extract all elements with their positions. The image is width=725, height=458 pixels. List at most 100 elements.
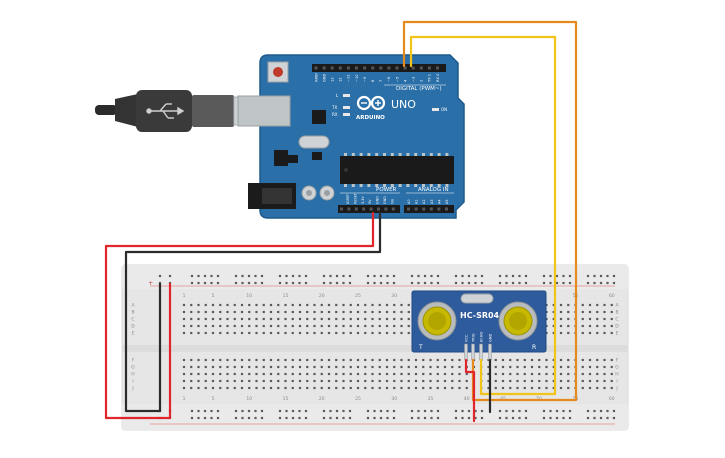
- rail-hole[interactable]: [568, 409, 572, 413]
- rail-hole[interactable]: [430, 416, 433, 420]
- rail-hole[interactable]: [285, 409, 288, 413]
- rail-hole[interactable]: [254, 274, 257, 278]
- rail-hole[interactable]: [234, 281, 238, 285]
- breadboard-hole[interactable]: [219, 386, 222, 390]
- breadboard-hole[interactable]: [306, 303, 309, 307]
- breadboard-hole[interactable]: [204, 386, 207, 390]
- breadboard-hole[interactable]: [610, 379, 613, 383]
- rail-hole[interactable]: [234, 416, 238, 420]
- breadboard-hole[interactable]: [393, 372, 396, 376]
- breadboard-hole[interactable]: [248, 331, 251, 335]
- rail-hole[interactable]: [210, 409, 213, 413]
- breadboard-hole[interactable]: [371, 310, 374, 314]
- rail-hole[interactable]: [379, 274, 383, 278]
- rail-hole[interactable]: [158, 274, 162, 278]
- breadboard-hole[interactable]: [393, 365, 396, 369]
- breadboard-hole[interactable]: [552, 317, 555, 321]
- breadboard-hole[interactable]: [610, 365, 613, 369]
- breadboard-hole[interactable]: [269, 303, 273, 307]
- breadboard-hole[interactable]: [211, 317, 215, 321]
- rail-hole[interactable]: [586, 416, 590, 420]
- breadboard-hole[interactable]: [320, 303, 323, 307]
- breadboard-hole[interactable]: [356, 310, 360, 314]
- rail-hole[interactable]: [241, 416, 244, 420]
- breadboard-hole[interactable]: [255, 317, 258, 321]
- rail-hole[interactable]: [190, 281, 194, 285]
- rail-hole[interactable]: [392, 409, 396, 413]
- breadboard-hole[interactable]: [342, 324, 345, 328]
- rail-hole[interactable]: [474, 409, 477, 413]
- rail-hole[interactable]: [524, 281, 528, 285]
- rail-hole[interactable]: [197, 416, 200, 420]
- breadboard-hole[interactable]: [588, 310, 592, 314]
- breadboard-hole[interactable]: [552, 372, 555, 376]
- rail-hole[interactable]: [599, 274, 603, 278]
- breadboard-hole[interactable]: [393, 317, 396, 321]
- rail-hole[interactable]: [461, 416, 464, 420]
- rail-hole[interactable]: [612, 281, 616, 285]
- rail-hole[interactable]: [278, 281, 282, 285]
- breadboard-hole[interactable]: [393, 310, 396, 314]
- rail-hole[interactable]: [606, 281, 609, 285]
- breadboard-hole[interactable]: [422, 358, 425, 362]
- rail-hole[interactable]: [480, 274, 484, 278]
- rail-hole[interactable]: [524, 409, 528, 413]
- breadboard-hole[interactable]: [277, 365, 280, 369]
- breadboard-hole[interactable]: [429, 386, 432, 390]
- breadboard-hole[interactable]: [385, 379, 389, 383]
- breadboard-hole[interactable]: [248, 379, 251, 383]
- breadboard-hole[interactable]: [182, 331, 186, 335]
- breadboard-hole[interactable]: [327, 379, 331, 383]
- breadboard-hole[interactable]: [458, 365, 461, 369]
- breadboard-hole[interactable]: [284, 331, 287, 335]
- breadboard-hole[interactable]: [313, 324, 316, 328]
- rail-hole[interactable]: [366, 274, 370, 278]
- breadboard-hole[interactable]: [443, 358, 447, 362]
- rail-hole[interactable]: [410, 409, 414, 413]
- rail-hole[interactable]: [348, 416, 352, 420]
- digital-pin-hole[interactable]: [411, 66, 415, 70]
- rail-hole[interactable]: [518, 409, 521, 413]
- breadboard-hole[interactable]: [320, 324, 323, 328]
- rail-hole[interactable]: [234, 409, 238, 413]
- breadboard-hole[interactable]: [269, 365, 273, 369]
- breadboard-hole[interactable]: [407, 331, 410, 335]
- rail-hole[interactable]: [379, 409, 383, 413]
- breadboard-hole[interactable]: [378, 379, 381, 383]
- breadboard-hole[interactable]: [559, 310, 563, 314]
- breadboard-hole[interactable]: [284, 310, 287, 314]
- breadboard-hole[interactable]: [371, 324, 374, 328]
- breadboard-hole[interactable]: [335, 324, 338, 328]
- breadboard-hole[interactable]: [219, 310, 222, 314]
- breadboard-hole[interactable]: [378, 372, 381, 376]
- rail-hole[interactable]: [298, 416, 301, 420]
- breadboard-hole[interactable]: [603, 372, 606, 376]
- analog-pin-hole[interactable]: [422, 207, 426, 211]
- breadboard-hole[interactable]: [306, 317, 309, 321]
- breadboard-hole[interactable]: [429, 358, 432, 362]
- rail-hole[interactable]: [410, 281, 414, 285]
- rail-hole[interactable]: [373, 409, 376, 413]
- breadboard-hole[interactable]: [516, 386, 519, 390]
- breadboard-hole[interactable]: [610, 317, 613, 321]
- breadboard-hole[interactable]: [596, 303, 599, 307]
- breadboard-hole[interactable]: [610, 310, 613, 314]
- rail-hole[interactable]: [285, 416, 288, 420]
- breadboard-hole[interactable]: [327, 317, 331, 321]
- breadboard-hole[interactable]: [182, 317, 186, 321]
- breadboard-hole[interactable]: [284, 303, 287, 307]
- breadboard-hole[interactable]: [509, 386, 512, 390]
- rail-hole[interactable]: [454, 274, 458, 278]
- breadboard-hole[interactable]: [588, 372, 592, 376]
- rail-hole[interactable]: [436, 409, 440, 413]
- breadboard-hole[interactable]: [327, 386, 331, 390]
- breadboard-hole[interactable]: [552, 303, 555, 307]
- breadboard-hole[interactable]: [335, 365, 338, 369]
- rail-hole[interactable]: [461, 281, 464, 285]
- breadboard-hole[interactable]: [190, 324, 193, 328]
- breadboard-hole[interactable]: [197, 310, 200, 314]
- breadboard-hole[interactable]: [284, 365, 287, 369]
- breadboard-hole[interactable]: [277, 386, 280, 390]
- breadboard-hole[interactable]: [407, 303, 410, 307]
- rail-hole[interactable]: [593, 416, 596, 420]
